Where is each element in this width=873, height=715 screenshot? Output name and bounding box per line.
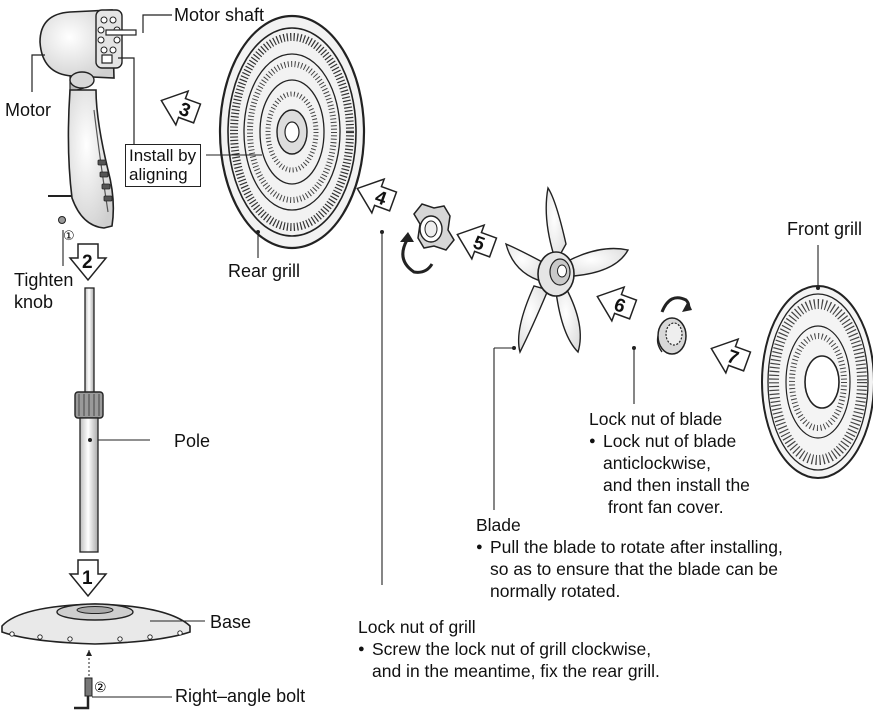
lock-nut-blade-line-1: anticlockwise, [603,453,711,473]
rear-grill-illustration [206,14,366,258]
step-1-arrow: 1 [68,559,108,598]
circled-1-marker: ① [63,229,75,244]
step-6-arrow: 6 [596,285,638,323]
lock-nut-blade-line-2: and then install the [603,475,750,495]
base-illustration [1,603,205,645]
front-grill-label: Front grill [787,219,863,239]
step-5-arrow: 5 [456,223,498,261]
right-angle-bolt-label: Right–angle bolt [175,686,306,706]
motor-label: Motor [5,100,52,120]
motor-shaft-label: Motor shaft [174,5,265,25]
step-1-number: 1 [82,568,93,589]
motor-leader-lines [31,14,172,150]
step-7-arrow: 7 [710,337,752,375]
tighten-knob-label-line-2: knob [14,292,54,312]
lock-nut-grill-note: Lock nut of grill Screw the lock nut of … [358,616,660,682]
grill-lock-nut-illustration [380,203,455,585]
blade-illustration [493,186,630,510]
circled-2-marker: ② [94,680,107,696]
lock-nut-blade-note: Lock nut of blade Lock nut of blade anti… [589,408,750,518]
blade-note-title: Blade [476,515,521,535]
right-angle-bolt-illustration [74,650,172,710]
blade-note-line-1: so as to ensure that the blade can be [490,559,778,579]
blade-note-line-2: normally rotated. [490,581,621,601]
install-by-aligning-line-1: Install by [129,146,197,165]
front-grill-illustration [761,245,873,479]
lock-nut-blade-bullet: Lock nut of blade [589,430,750,452]
lock-nut-blade-title: Lock nut of blade [589,409,723,429]
lock-nut-grill-line-1: and in the meantime, fix the rear grill. [372,661,660,681]
step-2-number: 2 [82,252,93,273]
step-3-arrow: 3 [160,89,202,127]
rear-grill-label: Rear grill [228,261,301,281]
motor-head-illustration [39,9,137,93]
blade-note: Blade Pull the blade to rotate after ins… [476,514,783,602]
base-label: Base [210,612,252,632]
install-by-aligning-label: Install by aligning [125,144,202,187]
lock-nut-grill-title: Lock nut of grill [358,617,476,637]
step-2-arrow: 2 [68,243,108,282]
tighten-knob-label-line-1: Tighten [14,270,74,290]
install-by-aligning-line-2: aligning [129,165,188,184]
pole-illustration [74,287,150,553]
blade-note-bullet: Pull the blade to rotate after installin… [476,536,783,558]
pole-label: Pole [174,431,211,451]
lock-nut-blade-line-3: front fan cover. [603,497,724,517]
step-4-arrow: 4 [356,177,398,215]
lock-nut-grill-bullet: Screw the lock nut of grill clockwise, [358,638,660,660]
stand-body-illustration [48,71,115,229]
blade-lock-nut-illustration [632,296,692,404]
